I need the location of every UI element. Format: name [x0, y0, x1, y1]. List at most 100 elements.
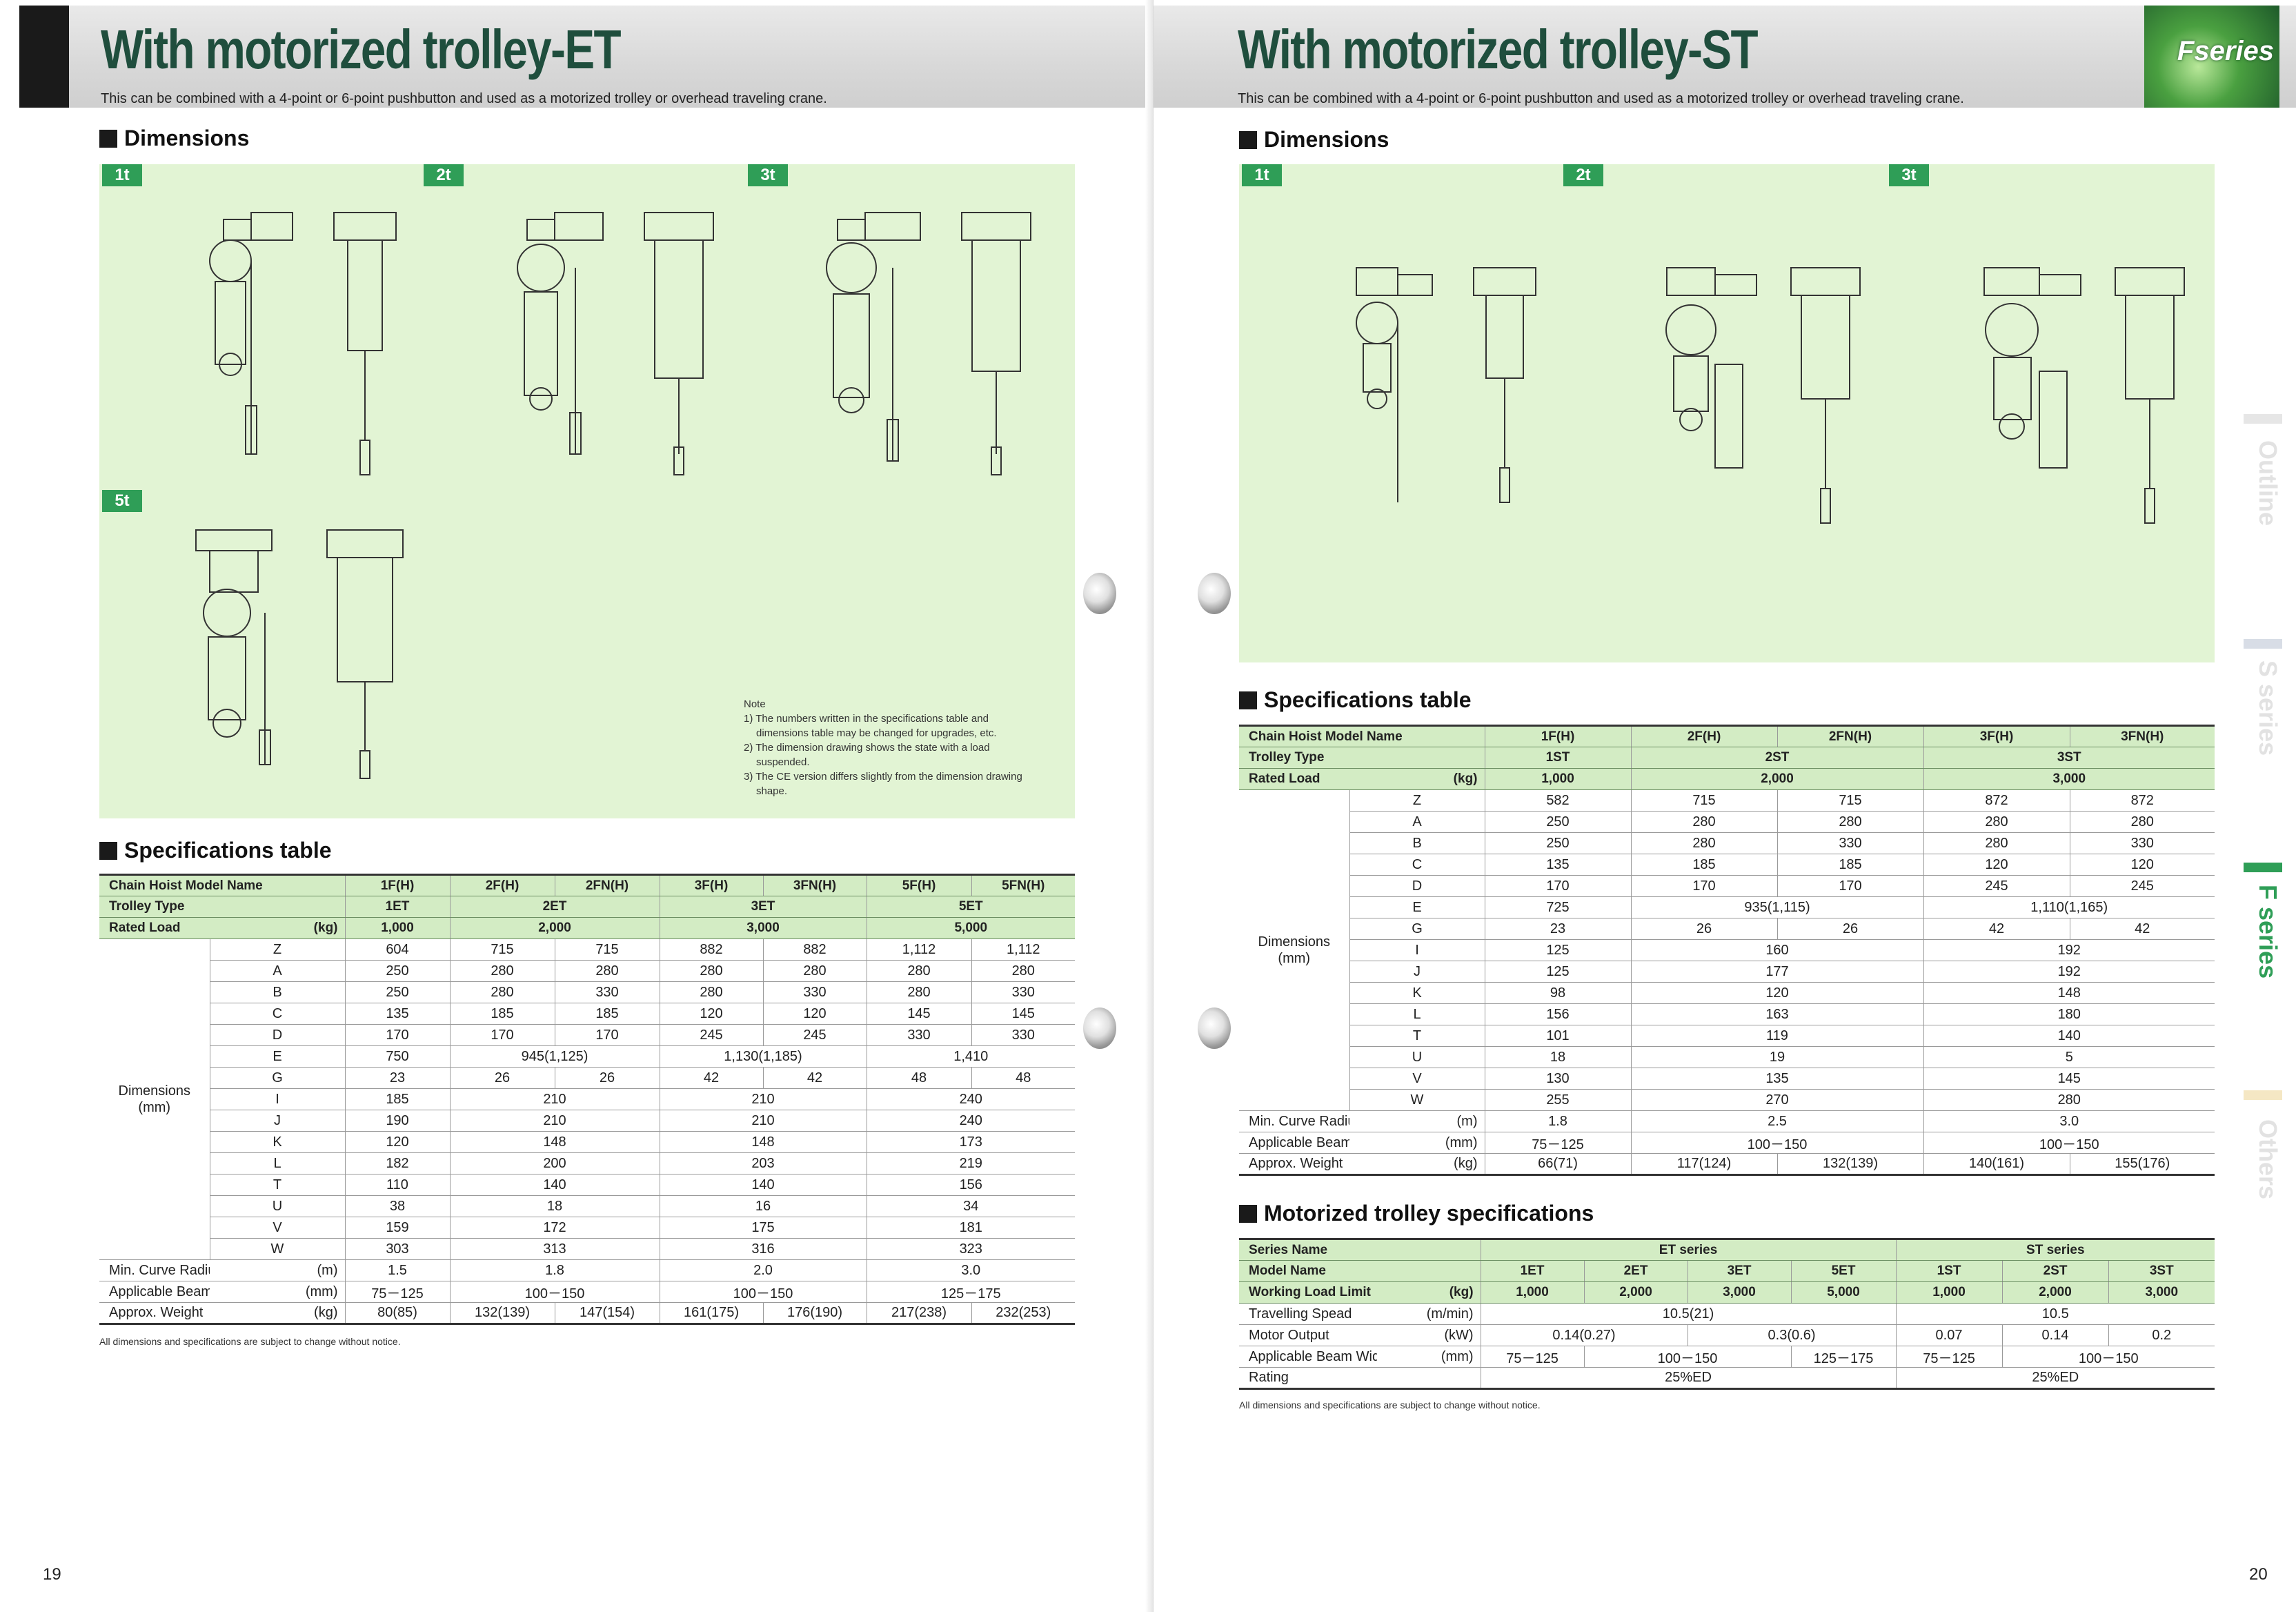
dimension-value: 180: [1923, 1003, 2215, 1025]
working-load-limit-row: Working Load Limit (kg) 1,000 2,000 3,00…: [1239, 1281, 2215, 1304]
dimensions-label: Dimensions (mm): [99, 938, 210, 1260]
binder-hole: [1083, 573, 1116, 614]
dimension-letter: A: [210, 960, 345, 982]
dimension-value: 170: [1630, 875, 1777, 897]
dimension-value: 210: [449, 1110, 660, 1132]
dimension-value: 715: [1630, 789, 1777, 812]
dimension-value: 140: [659, 1174, 867, 1196]
dimension-value: 26: [1777, 918, 1923, 940]
dimension-value: 200: [449, 1152, 660, 1174]
dimension-value: 120: [659, 1003, 763, 1025]
dimension-value: 882: [659, 938, 763, 961]
tag-3t: 3t: [748, 164, 788, 186]
dimension-value: 42: [659, 1067, 763, 1089]
right-page: With motorized trolley-ST This can be co…: [1154, 0, 2296, 1612]
dimension-value: 26: [449, 1067, 555, 1089]
square-bullet-icon: [99, 841, 117, 860]
dimension-value: 148: [659, 1131, 867, 1153]
side-tab-others[interactable]: Others: [2244, 1090, 2282, 1228]
dimension-value: 42: [1923, 918, 2070, 940]
dimension-value: 303: [344, 1238, 450, 1260]
hoist-drawing-2t: [1665, 267, 1861, 524]
dimension-letter: K: [1349, 982, 1485, 1004]
dimension-value: 130: [1484, 1068, 1631, 1090]
dimension-value: 135: [344, 1003, 450, 1025]
model-name-row: Chain Hoist Model Name 1F(H) 2F(H) 2FN(H…: [1239, 725, 2215, 747]
dimension-value: 715: [554, 938, 660, 961]
dimension-letter: I: [1349, 939, 1485, 961]
dimension-value: 16: [659, 1195, 867, 1217]
dimension-value: 156: [1484, 1003, 1631, 1025]
dimension-value: 280: [1777, 811, 1923, 833]
dimension-value: 280: [866, 960, 971, 982]
dimension-value: 135: [1484, 854, 1631, 876]
dimension-value: 185: [554, 1003, 660, 1025]
beam-width-row: Applicable Beam Width b (mm) 75－125 100－…: [1239, 1346, 2215, 1368]
dimension-value: 313: [449, 1238, 660, 1260]
dimension-value: 48: [866, 1067, 971, 1089]
dimension-value: 245: [1923, 875, 2070, 897]
dimension-value: 582: [1484, 789, 1631, 812]
square-bullet-icon: [1239, 691, 1257, 709]
dimension-value: 160: [1630, 939, 1923, 961]
trolley-type-row: Trolley Type 1ET 2ET 3ET 5ET: [99, 896, 1075, 918]
trolley-spec-table: Series Name ET series ST series Model Na…: [1239, 1238, 2215, 1390]
beam-width-row: Applicable Beam Width b (mm) 75－125 100－…: [99, 1281, 1075, 1303]
dimension-value: 23: [344, 1067, 450, 1089]
dimension-value: 945(1,125): [449, 1045, 660, 1068]
dimension-value: 323: [866, 1238, 1075, 1260]
dimension-value: 170: [1777, 875, 1923, 897]
left-drawing-area: 1t 2t 3t 5t: [99, 164, 1075, 818]
dimension-letter: V: [210, 1217, 345, 1239]
dimension-letter: K: [210, 1131, 345, 1153]
dimension-value: 182: [344, 1152, 450, 1174]
dimension-value: 280: [2069, 811, 2215, 833]
tag-5t: 5t: [102, 490, 142, 512]
dimension-value: 1,110(1,165): [1923, 896, 2215, 918]
dimension-value: 250: [1484, 811, 1631, 833]
right-page-subtitle: This can be combined with a 4-point or 6…: [1238, 91, 1964, 106]
rated-load-row: Rated Load (kg) 1,000 2,000 3,000 5,000: [99, 917, 1075, 939]
dimension-letter: W: [210, 1238, 345, 1260]
dimension-letter: T: [210, 1174, 345, 1196]
square-bullet-icon: [99, 129, 117, 148]
dimension-value: 173: [866, 1131, 1075, 1153]
binder-hole: [1198, 1008, 1231, 1049]
dimension-value: 872: [1923, 789, 2070, 812]
beam-width-row: Applicable Beam Width b (mm) 75－125 100－…: [1239, 1132, 2215, 1154]
side-tab-s-series[interactable]: S series: [2244, 639, 2282, 777]
min-curve-radius-row: Min. Curve Radius (m) 1.8 2.5 3.0: [1239, 1110, 2215, 1132]
side-tab-f-series[interactable]: F series: [2244, 863, 2282, 1001]
dimension-value: 192: [1923, 939, 2215, 961]
dimension-value: 1,112: [971, 938, 1075, 961]
dimension-value: 135: [1630, 1068, 1923, 1090]
dimension-letter: B: [1349, 832, 1485, 854]
side-tab-outline[interactable]: Outline: [2244, 414, 2282, 552]
dimension-value: 185: [449, 1003, 555, 1025]
dimension-value: 280: [1923, 832, 2070, 854]
motor-output-row: Motor Output (kW) 0.14(0.27) 0.3(0.6) 0.…: [1239, 1324, 2215, 1346]
dimension-letter: I: [210, 1088, 345, 1110]
binder-hole: [1083, 1008, 1116, 1049]
trolley-type-row: Trolley Type 1ST 2ST 3ST: [1239, 747, 2215, 769]
dimension-letter: U: [210, 1195, 345, 1217]
dimension-value: 280: [762, 960, 867, 982]
dimension-value: 219: [866, 1152, 1075, 1174]
dimension-value: 163: [1630, 1003, 1923, 1025]
dimension-letter: D: [210, 1024, 345, 1046]
dimension-value: 18: [1484, 1046, 1631, 1068]
dimension-letter: W: [1349, 1089, 1485, 1111]
dimension-value: 120: [1630, 982, 1923, 1004]
model-name-row: Chain Hoist Model Name 1F(H) 2F(H) 2FN(H…: [99, 874, 1075, 896]
dimension-value: 330: [1777, 832, 1923, 854]
